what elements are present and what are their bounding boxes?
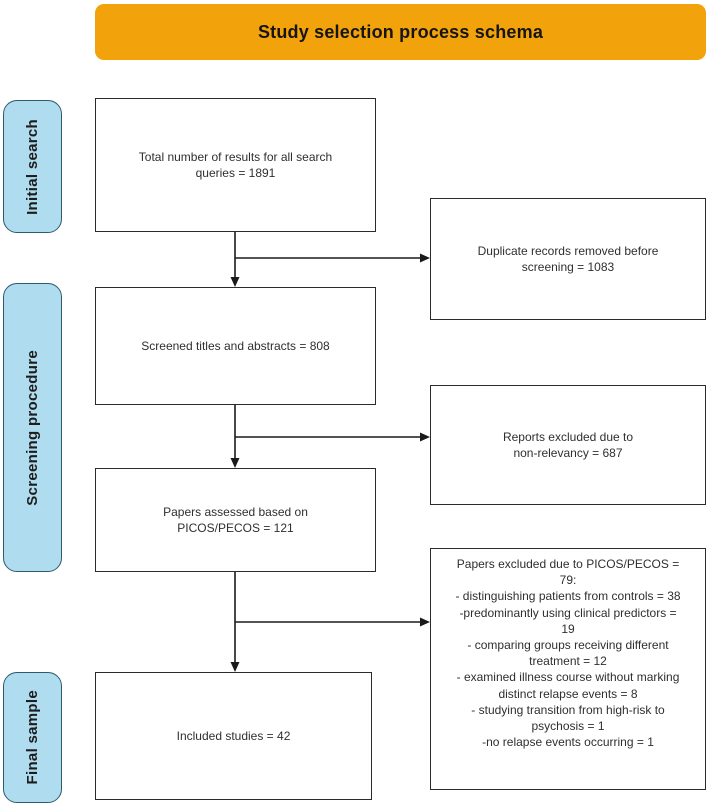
flow-box-reports-excluded-nonrelevancy: Reports excluded due to non-relevancy = … <box>430 385 706 505</box>
arrow-total-to-screened <box>230 232 240 287</box>
stage-label-screening-procedure-text: Screening procedure <box>24 349 41 506</box>
arrow-assessed-to-included <box>230 572 240 672</box>
stage-label-initial-search: Initial search <box>3 100 62 233</box>
flow-box-papers-assessed-picos: Papers assessed based on PICOS/PECOS = 1… <box>95 468 376 572</box>
stage-label-screening-procedure: Screening procedure <box>3 283 62 572</box>
arrow-screened-to-assessed <box>230 405 240 468</box>
diagram-title: Study selection process schema <box>257 21 544 42</box>
arrow-assessed-to-picos-excluded <box>235 617 430 627</box>
flow-box-papers-excluded-picos: Papers excluded due to PICOS/PECOS = 79:… <box>430 548 706 790</box>
flow-box-included-studies: Included studies = 42 <box>95 672 372 800</box>
arrow-total-to-duplicates <box>235 253 430 263</box>
stage-label-final-sample-text: Final sample <box>24 690 41 785</box>
flow-box-duplicates-removed: Duplicate records removed before screeni… <box>430 198 706 320</box>
arrow-screened-to-nonrelevant <box>235 432 430 442</box>
flow-box-total-results: Total number of results for all search q… <box>95 98 376 232</box>
diagram-title-banner: Study selection process schema <box>95 4 706 60</box>
stage-label-initial-search-text: Initial search <box>24 118 41 215</box>
stage-label-final-sample: Final sample <box>3 672 62 803</box>
flow-box-screened-titles-abstracts: Screened titles and abstracts = 808 <box>95 287 376 405</box>
